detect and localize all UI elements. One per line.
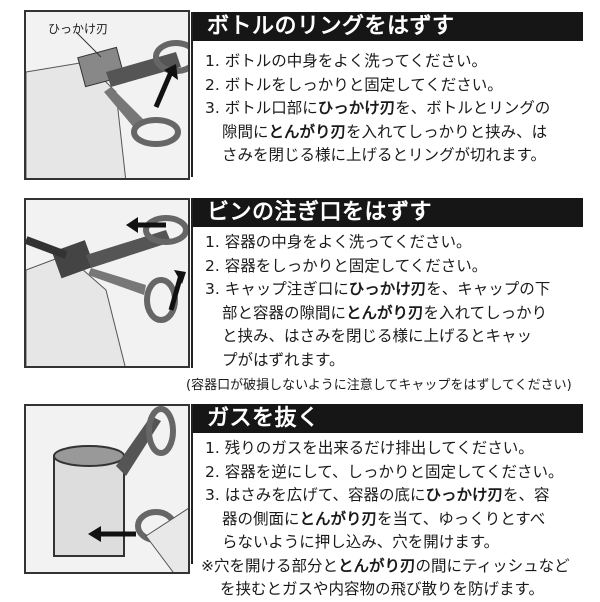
instruction-text: 2. ボトルをしっかりと固定してください。 bbox=[205, 75, 503, 94]
hook-blade-label: ひっかけ刃 bbox=[48, 22, 109, 36]
instruction-text: 3. ボトル口部に bbox=[205, 99, 318, 117]
bottle-ring-illustration: ひっかけ刃 bbox=[24, 10, 190, 180]
instruction-text: を当て、ゆっくりとすべ bbox=[377, 509, 546, 528]
instruction-text: 3. はさみを広げて、容器の底に bbox=[205, 486, 426, 504]
scissors-spout-icon bbox=[26, 215, 188, 366]
blade-name-emphasis: とんがり刃 bbox=[346, 303, 424, 322]
instruction-text: を入れてしっかり bbox=[423, 303, 548, 322]
instruction-text: を入れてしっかりと挟み、は bbox=[346, 122, 548, 141]
instruction-line: ※穴を開ける部分ととんがり刃の間にティッシュなど bbox=[193, 555, 583, 579]
instruction-text: 3. キャップ注ぎ口に bbox=[205, 280, 349, 298]
instruction-line: 2. 容器をしっかりと固定してください。 bbox=[193, 255, 583, 279]
blade-name-emphasis: とんがり刃 bbox=[338, 556, 416, 575]
instruction-text: ※穴を開ける部分と bbox=[201, 556, 338, 575]
instruction-line: 隙間にとんがり刃を入れてしっかりと挟み、は bbox=[193, 121, 583, 145]
instruction-line: 部と容器の隙間にとんがり刃を入れてしっかり bbox=[193, 302, 583, 326]
scissors-can-icon bbox=[53, 406, 188, 572]
instruction-line: 3. キャップ注ぎ口にひっかけ刃を、キャップの下 bbox=[193, 278, 583, 302]
degas-panel: ガスを抜く 1. 残りのガスを出来るだけ排出してください。 2. 容器を逆にして、… bbox=[191, 404, 583, 598]
instruction-line: 3. ボトル口部にひっかけ刃を、ボトルとリングの bbox=[193, 97, 583, 121]
instruction-text: 器の側面に bbox=[222, 509, 300, 528]
blade-name-emphasis: とんがり刃 bbox=[299, 509, 378, 528]
instruction-text: を、キャップの下 bbox=[426, 280, 551, 298]
instruction-text: を、ボトルとリングの bbox=[395, 99, 551, 117]
instruction-line: 1. 残りのガスを出来るだけ排出してください。 bbox=[193, 437, 583, 461]
instruction-line: プがはずれます。 bbox=[193, 349, 583, 373]
instruction-text: の間にティッシュなど bbox=[415, 556, 570, 575]
instruction-line: 3. はさみを広げて、容器の底にひっかけ刃を、容 bbox=[193, 484, 583, 508]
instruction-text: らないように押し込み、穴を開けます。 bbox=[222, 533, 500, 551]
instruction-line: 1. ボトルの中身をよく洗ってください。 bbox=[193, 50, 583, 74]
instruction-text: を挟むとガスや内容物の飛び散りを防げます。 bbox=[220, 580, 544, 598]
instruction-text: と挟み、はさみを閉じる様に上げるとキャッ bbox=[222, 327, 533, 345]
instruction-text: 隙間に bbox=[222, 122, 269, 141]
caution-note: (容器口が破損しないように注意してキャップをはずしてください) bbox=[186, 378, 572, 393]
bottle-ring-panel: ボトルのリングをはずす 1. ボトルの中身をよく洗ってください。 2. ボトルをし… bbox=[191, 12, 583, 177]
degas-illustration bbox=[24, 404, 190, 574]
instruction-line: 2. 容器を逆にして、しっかりと固定してください。 bbox=[193, 461, 583, 485]
scissors-bottle-icon bbox=[26, 31, 188, 178]
instruction-text: 2. 容器をしっかりと固定してください。 bbox=[205, 256, 488, 275]
instruction-text: 1. ボトルの中身をよく洗ってください。 bbox=[205, 52, 487, 70]
bottle-spout-panel: ビンの注ぎ口をはずす 1. 容器の中身をよく洗ってください。 2. 容器をしっかり… bbox=[191, 198, 583, 369]
instruction-line: 1. 容器の中身をよく洗ってください。 bbox=[193, 231, 583, 255]
section-title: ガスを抜く bbox=[193, 404, 583, 433]
instruction-text: 2. 容器を逆にして、しっかりと固定してください。 bbox=[205, 462, 564, 481]
blade-name-emphasis: とんがり刃 bbox=[268, 122, 347, 141]
instruction-text: さみを閉じる様に上げるとリングが切れます。 bbox=[222, 146, 546, 164]
instruction-line: らないように押し込み、穴を開けます。 bbox=[193, 531, 583, 555]
instruction-text: 部と容器の隙間に bbox=[222, 303, 347, 322]
blade-name-emphasis: ひっかけ刃 bbox=[425, 486, 503, 504]
bottle-spout-illustration bbox=[24, 198, 190, 368]
instruction-line: さみを閉じる様に上げるとリングが切れます。 bbox=[193, 144, 583, 168]
instruction-text: 1. 容器の中身をよく洗ってください。 bbox=[205, 233, 472, 251]
blade-name-emphasis: ひっかけ刃 bbox=[348, 280, 427, 298]
section-title: ビンの注ぎ口をはずす bbox=[193, 198, 583, 227]
instruction-line: と挟み、はさみを閉じる様に上げるとキャッ bbox=[193, 325, 583, 349]
instruction-line: 2. ボトルをしっかりと固定してください。 bbox=[193, 74, 583, 98]
instruction-line: を挟むとガスや内容物の飛び散りを防げます。 bbox=[193, 578, 583, 602]
instruction-text: プがはずれます。 bbox=[222, 350, 345, 369]
blade-name-emphasis: ひっかけ刃 bbox=[317, 99, 396, 117]
instruction-text: 1. 残りのガスを出来るだけ排出してください。 bbox=[205, 439, 534, 457]
instruction-text: を、容 bbox=[502, 486, 550, 504]
instruction-line: 器の側面にとんがり刃を当て、ゆっくりとすべ bbox=[193, 508, 583, 532]
section-title: ボトルのリングをはずす bbox=[193, 12, 583, 41]
